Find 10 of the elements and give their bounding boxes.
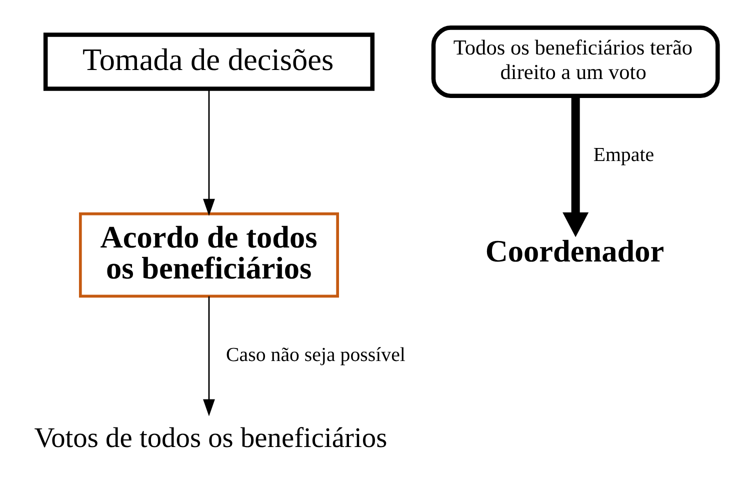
node-box: Acordo de todos os beneficiários xyxy=(78,212,339,298)
arrow xyxy=(203,88,215,216)
node-text: Coordenador xyxy=(485,233,664,268)
arrow xyxy=(203,296,215,416)
node-box: Tomada de decisões xyxy=(43,32,375,90)
node-text: Votos de todos os beneficiários xyxy=(34,422,388,454)
arrow xyxy=(562,95,589,237)
edge-label: Empate xyxy=(593,143,654,166)
edge-label: Caso não seja possível xyxy=(226,344,406,366)
node-box: Todos os beneficiários terão direito a um voto xyxy=(431,25,720,98)
